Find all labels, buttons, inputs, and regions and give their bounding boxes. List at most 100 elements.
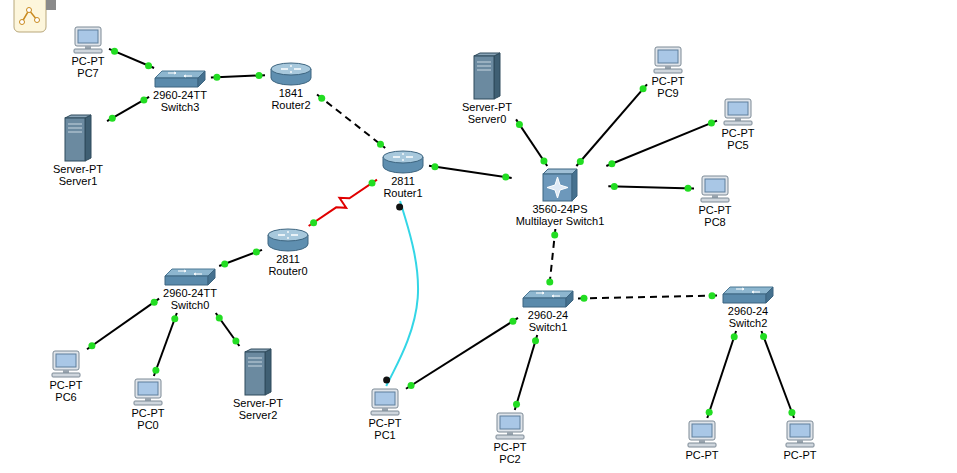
serial-link (309, 180, 377, 226)
crossover-link (317, 94, 385, 148)
device-name: PC6 (55, 391, 76, 403)
server-slots (248, 358, 262, 366)
router-top (383, 151, 423, 163)
pc-base (701, 198, 729, 202)
link-light (171, 315, 178, 322)
monitor-screen (658, 50, 678, 63)
device-model: Server-PT (462, 101, 512, 113)
mls-top (543, 169, 577, 174)
network-device: Server-PTServer0 (460, 52, 514, 125)
router-icon (269, 62, 313, 86)
network-device: PC-PTPC5 (719, 98, 757, 151)
server-side (265, 349, 271, 395)
device-model: PC-PT (722, 127, 755, 139)
monitor-body (372, 389, 398, 408)
pc-base (134, 401, 162, 405)
pc-base (786, 443, 814, 447)
monitor-body (689, 421, 715, 440)
network-device: 2811Router1 (379, 150, 427, 199)
device-name: Switch2 (729, 317, 768, 329)
link-light (760, 333, 767, 340)
link-light (408, 382, 415, 389)
device-name: Router0 (268, 265, 307, 277)
switch-side (198, 71, 205, 87)
link-light (706, 409, 713, 416)
switch-front (523, 298, 566, 307)
device-name: Server1 (59, 175, 98, 187)
mls-icon (542, 168, 578, 202)
ethernet-link (515, 335, 537, 410)
ethernet-link (516, 119, 547, 166)
switch-arrows (178, 270, 202, 275)
switch-arrows (736, 288, 760, 293)
app-icon-dot (35, 18, 40, 23)
link-light (377, 141, 384, 148)
ethernet-link (429, 166, 512, 178)
link-light (369, 180, 376, 187)
ethernet-link (216, 313, 240, 346)
switch-top (165, 269, 215, 276)
app-icon-dot (20, 20, 25, 25)
device-name: PC1 (374, 429, 395, 441)
network-device: 1841Router2 (267, 62, 315, 111)
link-light (580, 295, 587, 302)
link-light (509, 318, 516, 325)
device-name: PC9 (657, 87, 678, 99)
link-light (145, 62, 152, 69)
router-arrows (278, 231, 298, 239)
network-device: 3560-24PSMultilayer Switch1 (514, 168, 607, 227)
monitor-body (53, 351, 79, 370)
link-light (383, 377, 390, 384)
pc-base (654, 69, 682, 73)
pc-base (724, 121, 752, 125)
device-model: Server-PT (53, 163, 103, 175)
link-light (640, 85, 647, 92)
link-light (577, 158, 584, 165)
switch-icon (522, 290, 574, 308)
device-name: PC5 (727, 139, 748, 151)
link-light (318, 95, 325, 102)
pc-icon (698, 175, 732, 203)
link-light (109, 115, 116, 122)
pc-icon (493, 412, 527, 440)
device-name: Switch1 (529, 321, 568, 333)
monitor-screen (728, 102, 748, 115)
switch-top (723, 287, 773, 294)
pc-base (52, 373, 80, 377)
link-light (513, 401, 520, 408)
pc-icon (685, 420, 719, 448)
monitor-screen (692, 424, 712, 437)
switch-front (165, 276, 208, 285)
monitor-body (787, 421, 813, 440)
router-icon (381, 150, 425, 174)
pc-icon (783, 420, 817, 448)
device-model: PC-PT (72, 55, 105, 67)
server-slots (477, 62, 491, 70)
server-icon (472, 52, 502, 100)
server-front (474, 56, 494, 99)
server-slots (68, 124, 82, 132)
link-light (608, 160, 615, 167)
link-light (611, 183, 618, 190)
device-name: Router1 (383, 187, 422, 199)
ethernet-link (154, 313, 177, 376)
monitor-body (135, 379, 161, 398)
network-device: Server-PTServer1 (51, 114, 105, 187)
switch-arrows (168, 72, 192, 77)
device-model: PC-PT (699, 204, 732, 216)
ethernet-link (761, 331, 794, 418)
link-light (152, 367, 159, 374)
monitor-body (75, 27, 101, 46)
switch-icon (164, 268, 216, 286)
link-light (540, 158, 547, 165)
link-light (685, 185, 692, 192)
link-light (502, 174, 509, 181)
network-device: PC-PTPC6 (47, 350, 85, 403)
device-name: PC7 (77, 67, 98, 79)
switch-top (523, 291, 573, 298)
monitor-body (497, 413, 523, 432)
ethernet-link (406, 318, 518, 389)
server-side (85, 115, 91, 161)
ethernet-link (608, 186, 694, 188)
